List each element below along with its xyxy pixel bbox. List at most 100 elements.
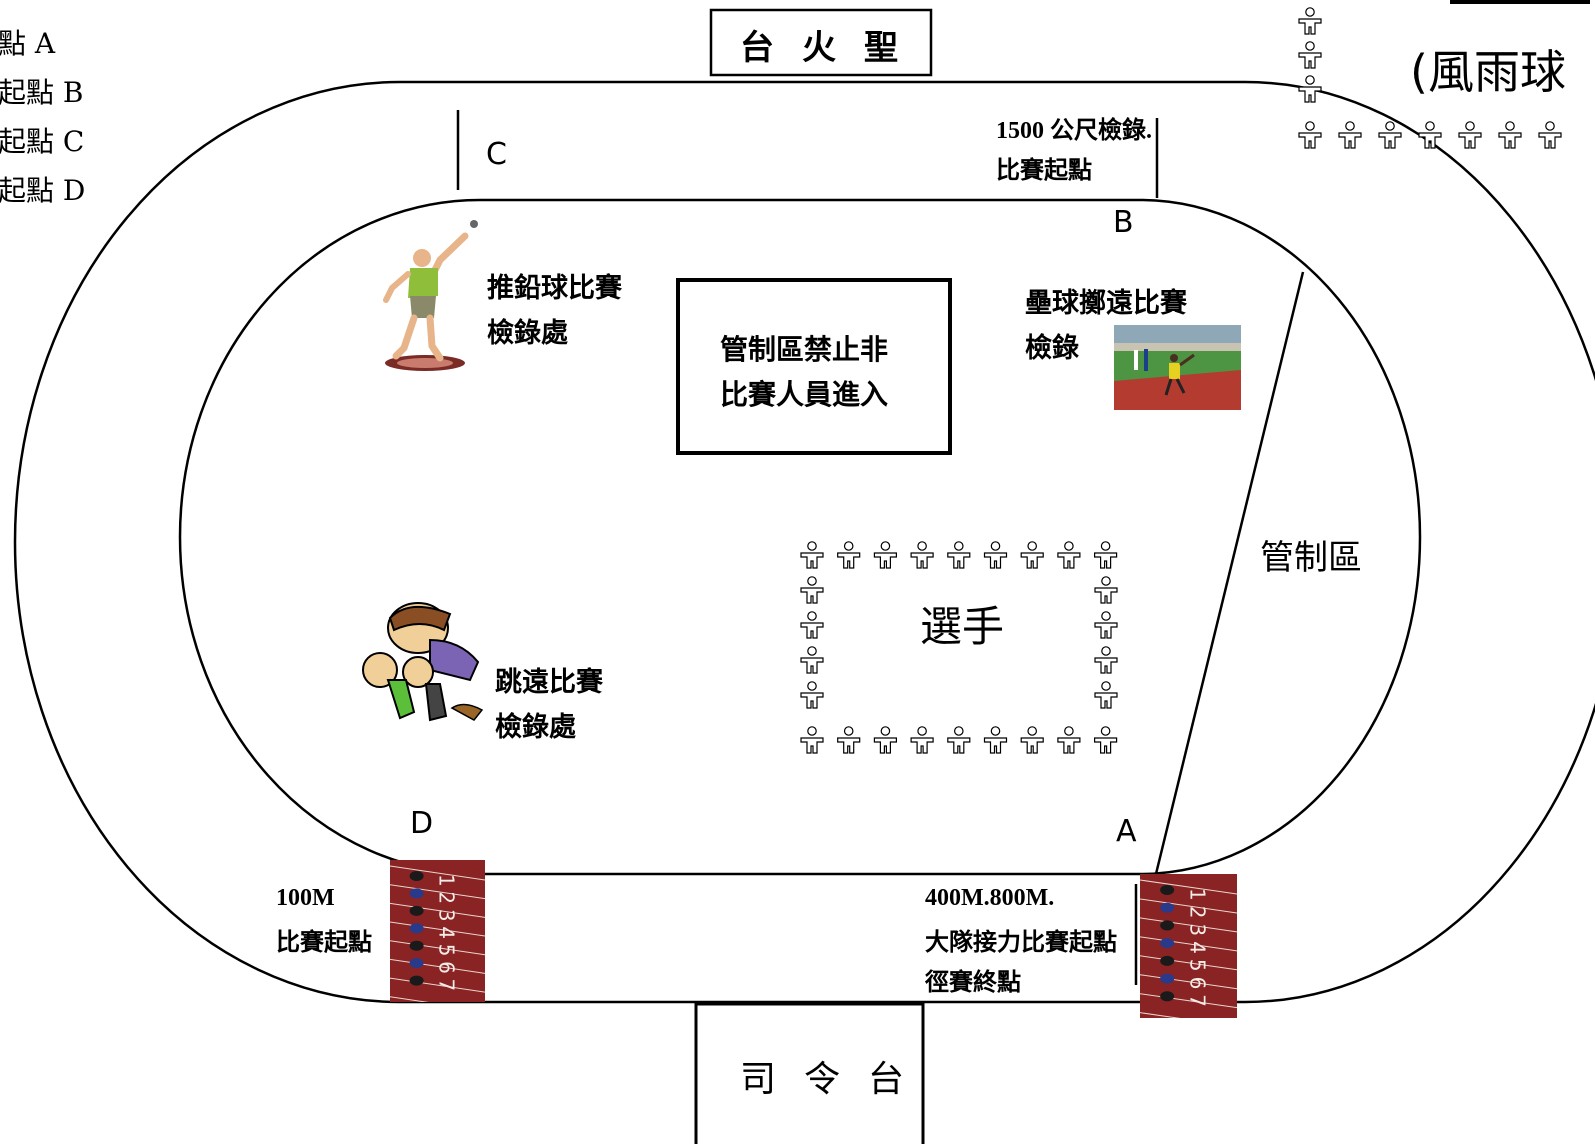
person-icon [837,726,861,754]
person-icon [1020,726,1044,754]
track-finish-label: 徑賽終點 [925,970,1021,996]
softball-throw-photo [1114,325,1241,410]
person-icon [983,726,1008,754]
person-icon [800,576,824,604]
person-icon [837,541,861,569]
legend-item-b: 棒起點 B [0,76,84,109]
marker-a: A [1116,814,1137,849]
sprinter-mark [1160,920,1175,931]
podium-box [694,1002,925,1144]
sprinter-mark [1160,991,1175,1002]
person-icon [1093,541,1118,569]
clipped-heading-fragment [1450,0,1590,4]
outer-track-line [13,80,1595,1004]
person-icon [1020,541,1044,569]
person-icon [1094,611,1118,639]
person-icon [1094,576,1118,604]
person-icon [800,646,824,674]
legend-item-d: 棒起點 D [0,174,86,207]
person-icon [910,726,934,754]
marker-d: D [410,806,434,841]
person-icon [873,541,898,569]
sprinter-mark [1160,902,1175,913]
legend-item-a: 起點 A [0,27,56,60]
restricted-box-border [676,278,952,455]
lane-number: 1 [434,874,458,887]
marker-c: C [486,137,507,172]
person-icon [800,726,824,754]
person-icon [1458,121,1482,149]
legend-item-c: 棒起點 C [0,125,85,158]
torch-stage-label: 台火聖 [740,28,926,68]
lane-number: 2 [434,891,458,904]
lane-number: 2 [1185,906,1209,919]
athletes-label: 選手 [920,602,1005,651]
person-icon [1418,121,1442,149]
softball-label: 壘球擲遠比賽 [1025,288,1187,319]
sprinter-mark [409,940,424,951]
sprint-start-lanes-photo-left: 1 2 3 4 5 6 7 [390,860,485,1002]
person-icon [1298,121,1322,149]
lane-number: 3 [434,909,458,922]
softball-sublabel: 檢錄 [1025,333,1079,364]
control-zone-label: 管制區 [1260,538,1362,578]
sprinter-mark [409,975,424,986]
person-icon [1057,541,1081,569]
start-1500-label: 1500 公尺檢錄. [996,118,1152,144]
lane-number: 4 [1185,941,1209,954]
sprinter-mark [1160,955,1175,966]
marker-b: B [1113,205,1134,240]
person-icon [1498,121,1522,149]
person-icon [947,541,971,569]
long-jump-label: 跳遠比賽 [495,667,603,698]
lane-number: 6 [434,961,458,974]
person-icon [873,726,898,754]
shot-put-label: 推鉛球比賽 [487,273,622,304]
podium-label: 司令台 [740,1059,933,1100]
person-icon [910,541,934,569]
torch-stage-box [709,8,933,77]
long-jump-athlete-icon [360,600,490,725]
lane-number: 6 [1185,977,1209,990]
sprinter-mark [1160,973,1175,984]
relay-start-label: 400M.800M. [925,885,1055,911]
sprinter-mark [409,923,424,934]
person-icon [1093,726,1118,754]
person-icon [1094,646,1118,674]
person-icon [1057,726,1081,754]
person-icon [800,541,824,569]
lane-number: 3 [1185,923,1209,936]
person-icon [1298,75,1322,103]
person-icon [1298,7,1322,35]
lane-number: 4 [434,926,458,939]
person-icon [983,541,1008,569]
person-icon [1298,41,1322,69]
sprinter-mark [409,958,424,969]
start-100m-sublabel: 比賽起點 [276,930,372,956]
start-1500-sublabel: 比賽起點 [996,158,1092,184]
person-icon [1538,121,1562,149]
person-icon [1378,121,1402,149]
restricted-notice-line2: 比賽人員進入 [720,378,889,411]
sprinter-mark [409,905,424,916]
control-zone-boundary [1153,271,1305,879]
sprinter-mark [1160,938,1175,949]
rain-venue-label: (風雨球 [1410,45,1566,99]
person-icon [800,681,824,709]
lane-number: 5 [434,944,458,957]
long-jump-sublabel: 檢錄處 [495,712,576,743]
start-100m-label: 100M [276,885,335,911]
lane-number: 7 [434,979,458,992]
sprinter-mark [1160,885,1175,895]
sprinter-mark [409,888,424,899]
lane-number: 1 [1185,888,1209,901]
lane-number: 5 [1185,959,1209,972]
relay-start-sublabel: 大隊接力比賽起點 [925,930,1117,956]
person-icon [800,611,824,639]
shot-put-athlete-icon [380,218,480,378]
shot-put-sublabel: 檢錄處 [487,318,568,349]
person-icon [947,726,971,754]
sprinter-mark [409,871,424,881]
